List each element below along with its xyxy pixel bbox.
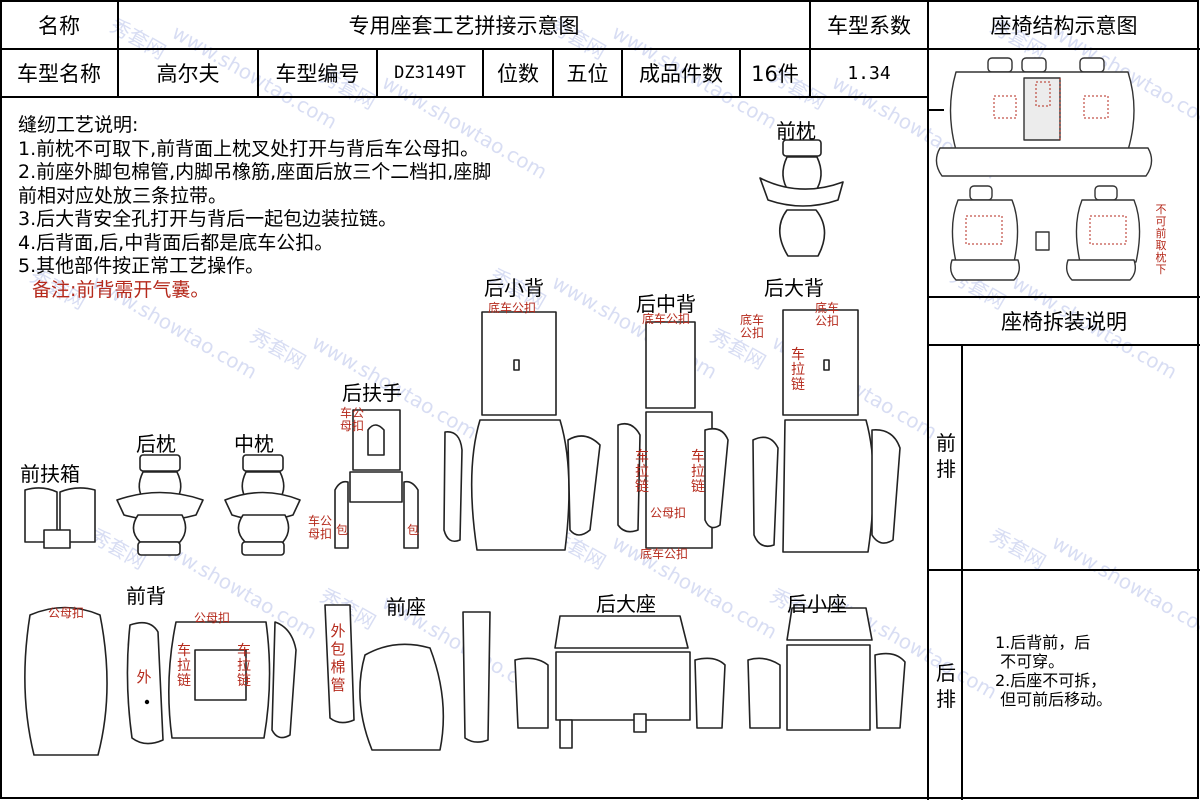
rear-small-back-pieces (443, 311, 601, 551)
front-seat-pieces (324, 604, 491, 751)
rear-row-label: 后排 (936, 661, 956, 711)
rear-headrest-pieces (116, 454, 204, 556)
seats-value: 五位 (566, 62, 609, 86)
mark-no-remove-headrest: 不可前取枕下 (1155, 203, 1167, 276)
note-line-4: 3.后大背安全孔打开与背后一起包边装拉链。 (18, 208, 398, 230)
mark-front-back-male-female-left: 公母扣 (48, 606, 85, 620)
pattern-pieces (24, 139, 906, 756)
mark-mid-back-zipper-right: 车拉链 (691, 449, 705, 495)
coef-label: 车型系数 (827, 13, 911, 38)
mark-front-seat-outer-pipe: 外包棉管 (330, 622, 346, 694)
mark-mid-back-bottom-male: 底车公扣 (642, 312, 691, 326)
note-line-3: 前相对应处放三条拉带。 (18, 184, 228, 207)
mark-armrest-male-female: 车公母扣 (340, 406, 365, 433)
rear-row-notes: 1.后背前，后 不可穿。 2.后座不可拆， 但可前后移动。 (995, 633, 1113, 709)
mark-armrest-wrap-left: 包 (336, 523, 349, 537)
mark-armrest-male-female-lower: 车公母扣 (308, 514, 333, 541)
front-back-pieces (24, 606, 297, 756)
model-code-label: 车型编号 (275, 62, 360, 86)
sewing-notes: 缝纫工艺说明: 1.前枕不可取下,前背面上枕叉处打开与背后车公母扣。 2.前座外… (18, 114, 491, 302)
rear-mid-back-pieces (617, 321, 729, 549)
note-line-5: 4.后背面,后,中背面后都是底车公扣。 (18, 231, 334, 254)
mark-mid-back-male-female: 公母扣 (650, 506, 687, 520)
mark-big-back-bottom-male: 底车公扣 (815, 301, 840, 328)
rear-big-back-pieces (752, 309, 901, 553)
label-rear-small-seat: 后小座 (787, 592, 847, 616)
label-rear-big-back: 后大背 (764, 276, 824, 300)
rear-armrest-pieces (334, 409, 419, 549)
notes-heading: 缝纫工艺说明: (18, 114, 139, 136)
label-front-seat: 前座 (386, 595, 426, 619)
note-line-6: 5.其他部件按正常工艺操作。 (18, 255, 265, 277)
mark-mid-back-bottom-male-lower: 底车公扣 (640, 547, 689, 561)
model-name-label: 车型名称 (17, 62, 101, 86)
mark-front-back-male-female: 公母扣 (194, 611, 231, 625)
coef-value: 1.34 (847, 62, 891, 84)
rear-big-seat-pieces (514, 615, 726, 749)
mark-mid-back-zipper-left: 车拉链 (635, 449, 649, 495)
label-rear-small-back: 后小背 (484, 276, 544, 300)
model-name: 高尔夫 (156, 62, 220, 86)
label-mid-headrest: 中枕 (234, 432, 274, 456)
front-armbox-pieces (24, 487, 96, 549)
front-headrest-pieces (759, 139, 844, 257)
name-label: 名称 (38, 13, 80, 38)
front-row-label: 前排 (936, 431, 956, 481)
label-rear-big-seat: 后大座 (596, 592, 656, 616)
note-line-1: 1.前枕不可取下,前背面上枕叉处打开与背后车公母扣。 (18, 137, 480, 160)
seats-label: 位数 (497, 62, 539, 86)
mark-small-back-bottom-male: 底车公扣 (488, 301, 537, 315)
label-front-headrest: 前枕 (776, 119, 816, 143)
disassembly-title: 座椅拆装说明 (1001, 310, 1127, 334)
mid-headrest-pieces (224, 454, 301, 556)
notes-remark: 备注:前背需开气囊。 (32, 278, 210, 301)
mark-front-back-outer: 外 (136, 668, 152, 686)
mark-armrest-wrap-right: 包 (407, 523, 420, 537)
label-front-back: 前背 (126, 584, 166, 608)
pieces-value: 16件 (751, 62, 799, 86)
note-line-2: 2.前座外脚包棉管,内脚吊橡筋,座面后放三个二档扣,座脚 (18, 161, 492, 183)
label-rear-mid-back: 后中背 (636, 292, 696, 316)
label-rear-armrest: 后扶手 (342, 381, 402, 405)
rear-small-seat-pieces (747, 607, 906, 731)
mark-front-back-zipper-left: 车拉链 (177, 643, 191, 689)
mark-front-back-zipper-right: 车拉链 (237, 643, 251, 689)
label-front-armbox: 前扶箱 (20, 462, 80, 486)
model-code: DZ3149T (394, 63, 466, 83)
pieces-label: 成品件数 (639, 62, 723, 86)
page-title: 专用座套工艺拼接示意图 (348, 13, 580, 38)
label-rear-headrest: 后枕 (136, 432, 176, 456)
structure-title: 座椅结构示意图 (990, 13, 1138, 38)
mark-big-back-bottom-male-left: 底车公扣 (740, 313, 765, 340)
mark-big-back-zipper: 车拉链 (791, 347, 805, 393)
